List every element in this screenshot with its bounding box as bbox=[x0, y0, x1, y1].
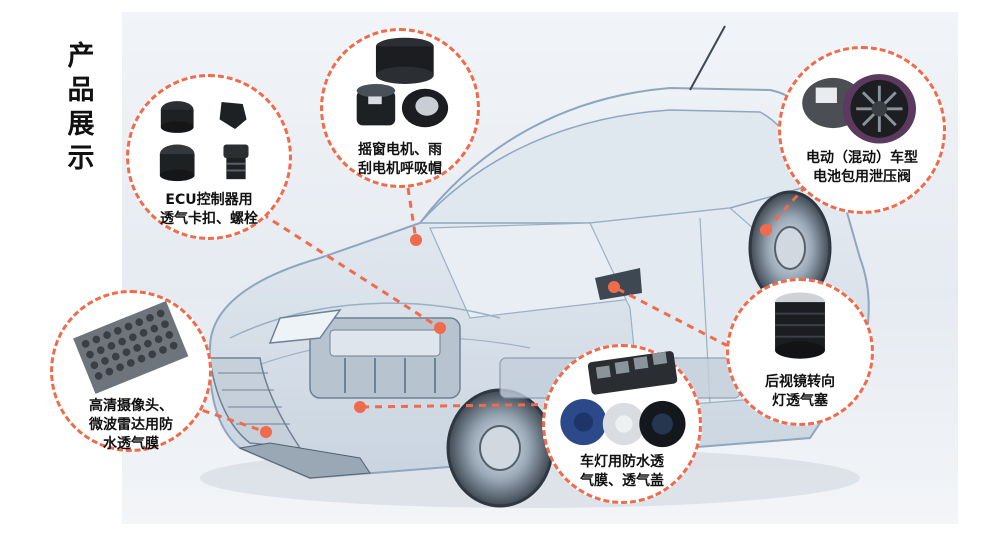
label-line: 水透气膜 bbox=[103, 436, 159, 452]
title-char: 产 bbox=[67, 41, 95, 72]
callout-label: 电动（混动）车型 电池包用泄压阀 bbox=[781, 149, 943, 187]
label-line: 透气卡扣、螺栓 bbox=[160, 211, 258, 227]
title-char: 示 bbox=[67, 143, 95, 174]
label-line: 电动（混动）车型 bbox=[806, 150, 918, 166]
membrane-sheet-icon bbox=[73, 300, 189, 394]
label-line: 高清摄像头、 bbox=[89, 398, 173, 414]
title-char: 品 bbox=[67, 75, 95, 106]
pressure-valve-icon bbox=[802, 74, 916, 144]
label-line: 后视镜转向 bbox=[765, 374, 835, 390]
callout-motor: 摇窗电机、雨 刮电机呼吸帽 bbox=[320, 28, 480, 188]
label-line: 电池包用泄压阀 bbox=[813, 169, 911, 185]
label-line: 灯透气塞 bbox=[772, 393, 828, 409]
vent-plug-icon bbox=[775, 292, 825, 359]
callout-label: 后视镜转向 灯透气塞 bbox=[729, 373, 871, 411]
callout-ecu: ECU控制器用 透气卡扣、螺栓 bbox=[126, 74, 292, 240]
callout-label: ECU控制器用 透气卡扣、螺栓 bbox=[129, 191, 289, 229]
label-line: 摇窗电机、雨 bbox=[358, 142, 442, 158]
bellows-cap-icon bbox=[356, 37, 449, 128]
label-line: 微波雷达用防 bbox=[89, 417, 173, 433]
callout-mirror: 后视镜转向 灯透气塞 bbox=[726, 278, 874, 426]
label-line: 气膜、透气盖 bbox=[580, 473, 664, 489]
callout-label: 高清摄像头、 微波雷达用防 水透气膜 bbox=[53, 397, 209, 454]
callout-lamp: 车灯用防水透 气膜、透气盖 bbox=[542, 344, 702, 504]
title-char: 展 bbox=[67, 109, 95, 140]
callout-label: 车灯用防水透 气膜、透气盖 bbox=[545, 453, 699, 491]
vent-cap-icon bbox=[159, 101, 249, 182]
callout-camera: 高清摄像头、 微波雷达用防 水透气膜 bbox=[50, 290, 212, 452]
callout-label: 摇窗电机、雨 刮电机呼吸帽 bbox=[323, 141, 477, 179]
label-line: 车灯用防水透 bbox=[580, 454, 664, 470]
membrane-roll-icon bbox=[560, 351, 686, 448]
label-line: 刮电机呼吸帽 bbox=[358, 161, 442, 177]
label-line: ECU控制器用 bbox=[165, 192, 253, 208]
section-title: 产 品 展 示 bbox=[64, 40, 98, 176]
callout-ev: 电动（混动）车型 电池包用泄压阀 bbox=[778, 46, 946, 214]
